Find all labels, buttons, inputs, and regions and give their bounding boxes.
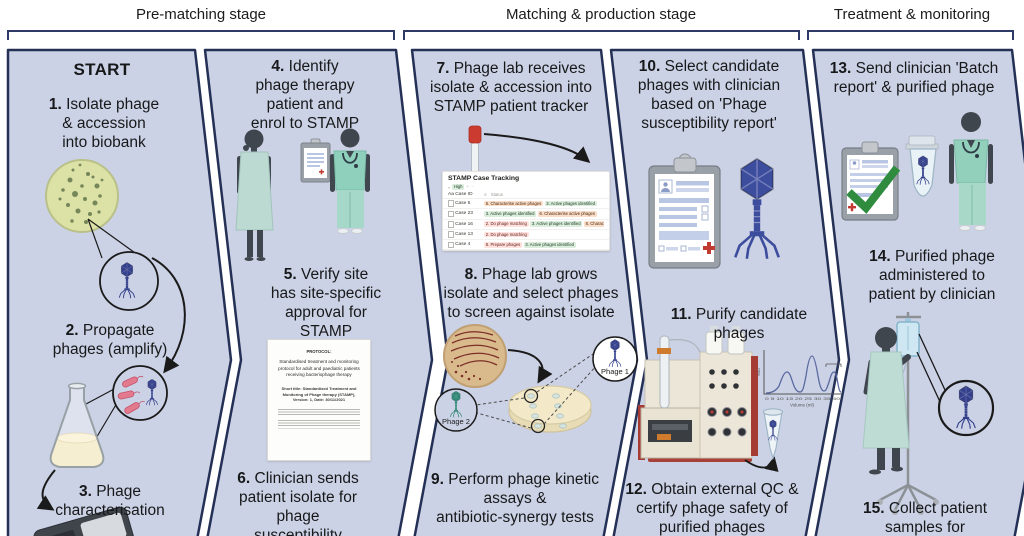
swab-arrow (483, 133, 591, 163)
step-13: 13. Send clinician 'Batch report' & puri… (829, 60, 999, 96)
stage-bracket-3 (807, 30, 1014, 40)
flask-arrow (36, 469, 56, 511)
chromatogram-ylabel: mAU (757, 368, 761, 376)
protocol-title: PROTOCOL: (306, 349, 332, 354)
propagate-arrow (151, 257, 186, 374)
chromatogram: 0 5 10 15 20 25 30 35 40 Volume (ml) mAU (757, 350, 842, 408)
status-property-icon: ≡ (484, 192, 487, 197)
step-14: 14. Purified phage administered to patie… (868, 248, 996, 303)
stage-bracket-1 (7, 30, 395, 40)
title-property-icon: Aa (448, 192, 454, 197)
petri-dish-icon (45, 159, 119, 233)
tracker-filter-tag: High (452, 184, 465, 190)
protocol-body: Standardised treatment and monitoring pr… (278, 359, 360, 378)
protocol-fine-print (278, 419, 360, 430)
chevron-down-icon: ▾ (448, 184, 451, 190)
clinician-figure-2 (949, 112, 993, 231)
plate-arrow (507, 349, 553, 384)
streak-plate-icon (443, 324, 507, 388)
batch-clipboard-icon (841, 141, 901, 221)
report-clipboard-icon (648, 153, 721, 269)
tracker-row: Case 13 2. Do phage matching (443, 230, 609, 241)
magnified-phage-circle (87, 218, 159, 311)
step-5: 5. Verify site has site-specific approva… (270, 266, 382, 340)
consent-clipboard-icon (300, 138, 331, 183)
col-case-id: Case ID (455, 192, 473, 197)
page-icon (448, 210, 454, 218)
fplc-machine-icon (638, 326, 758, 462)
magnified-phage-circle-2 (916, 333, 995, 437)
phage1-circle: Phage 1 (592, 336, 638, 382)
bacteria-circle (85, 365, 168, 446)
patient-iv-figure (862, 327, 911, 475)
step-12: 12. Obtain external QC & certify phage s… (625, 481, 799, 536)
step-4: 4. Identify phage therapy patient and en… (250, 58, 360, 132)
phage2-circle: Phage 2 (434, 388, 478, 432)
stamp-case-tracker: STAMP Case Tracking ▾ High + ⋯ Aa Case I… (442, 171, 610, 251)
step-2: 2. Propagate phages (amplify) (52, 322, 168, 358)
page-icon (448, 241, 454, 249)
start-label: START (73, 60, 131, 79)
chromatogram-ticks: 0 5 10 15 20 25 30 35 40 (765, 396, 841, 401)
tracker-toolbar-more: + ⋯ (466, 184, 475, 189)
step-3: 3. Phage characterisation (55, 483, 165, 519)
step-6: 6. Clinician sends patient isolate for p… (237, 470, 359, 536)
protocol-fine-print (278, 408, 360, 416)
phage2-label: Phage 2 (442, 417, 470, 426)
step-7: 7. Phage lab receives isolate & accessio… (430, 60, 592, 115)
step-8: 8. Phage lab grows isolate and select ph… (443, 266, 619, 321)
plaque-dish-icon (508, 385, 592, 434)
chromatogram-xlabel: Volume (ml) (790, 403, 815, 408)
stage-label-treatment: Treatment & monitoring (833, 6, 991, 23)
protocol-document: PROTOCOL: Standardised treatment and mon… (267, 339, 371, 461)
tracker-toolbar: ▾ High + ⋯ (443, 183, 609, 191)
stage-label-matching: Matching & production stage (505, 6, 697, 23)
tracker-title: STAMP Case Tracking (448, 175, 520, 182)
tube-arrow (744, 456, 779, 472)
purified-tube-icon (905, 135, 939, 197)
step-9: 9. Perform phage kinetic assays & antibi… (430, 471, 599, 526)
page-icon (448, 231, 454, 238)
sequencer-icon (33, 506, 136, 536)
check-icon (846, 165, 901, 214)
step-11: 11. Purify candidate phages (670, 306, 808, 342)
stage-bracket-2 (403, 30, 800, 40)
page-icon (448, 200, 454, 207)
step-10: 10. Select candidate phages with clinici… (637, 58, 781, 132)
step-15: 15. Collect patient samples for (862, 500, 988, 536)
col-status: Status (490, 192, 503, 197)
tracker-header-row: Aa Case ID ≡ Status (443, 191, 609, 199)
step-1: 1. Isolate phage & accession into bioban… (48, 96, 160, 151)
phage1-label: Phage 1 (601, 367, 629, 376)
stage-label-prematching: Pre-matching stage (135, 6, 267, 23)
page-icon (448, 220, 454, 228)
patient-figure (235, 129, 274, 261)
iv-stand-icon (877, 312, 939, 515)
protocol-short-title: Short title: Standardised Treatment and … (281, 385, 357, 403)
clinician-figure (330, 128, 370, 234)
phage-tube-icon (762, 408, 784, 461)
flask-icon (49, 382, 105, 468)
